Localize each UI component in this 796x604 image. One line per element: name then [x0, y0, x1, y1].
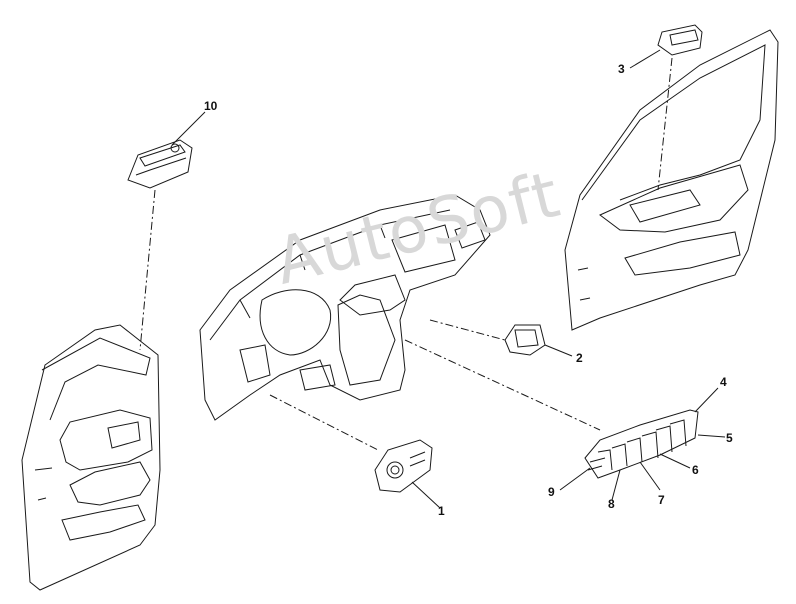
part-1-switch — [374, 439, 433, 493]
leader-lines — [139, 57, 673, 451]
callout-2: 2 — [576, 351, 583, 365]
right-door — [564, 29, 779, 331]
left-door — [21, 324, 161, 591]
callout-7: 7 — [658, 493, 665, 507]
callout-9: 9 — [548, 485, 555, 499]
callout-4: 4 — [720, 375, 727, 389]
callout-8: 8 — [608, 497, 615, 511]
callout-6: 6 — [692, 463, 699, 477]
callout-1: 1 — [438, 504, 445, 518]
callout-lines — [171, 49, 726, 509]
part-2-switch — [504, 324, 546, 356]
dashboard — [199, 194, 491, 421]
callout-3: 3 — [618, 62, 625, 76]
callout-10: 10 — [204, 99, 218, 113]
part-10-switch-block — [127, 139, 193, 189]
part-3-switch — [657, 24, 703, 56]
callout-5: 5 — [726, 431, 733, 445]
switch-panel-4-9 — [584, 409, 699, 479]
